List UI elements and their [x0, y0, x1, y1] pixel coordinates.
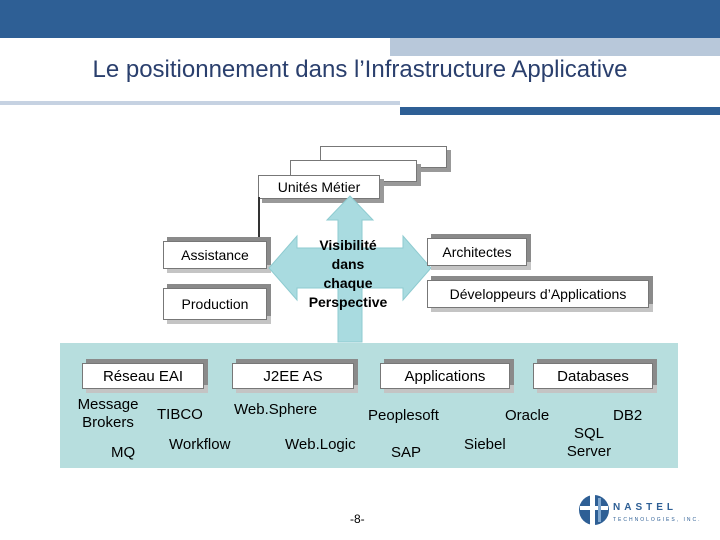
- nastel-logo-icon: [579, 494, 609, 526]
- slide-title: Le positionnement dans l’Infrastructure …: [92, 56, 628, 83]
- sql-server-line-2: Server: [566, 443, 612, 460]
- assistance-label: Assistance: [181, 247, 249, 263]
- nastel-logo: NASTEL TECHNOLOGIES, INC.: [577, 492, 700, 532]
- title-rule-light: [0, 101, 400, 105]
- unites-metier-label: Unités Métier: [277, 179, 361, 195]
- page-number: -8-: [350, 512, 365, 526]
- connector-line-vertical: [258, 197, 260, 240]
- visibility-text: Visibilité dans chaque Perspective: [296, 236, 400, 312]
- production-label: Production: [181, 296, 249, 312]
- weblogic-text: Web.Logic: [285, 436, 356, 453]
- reseau-eai-box: Réseau EAI: [82, 363, 204, 389]
- databases-box: Databases: [533, 363, 653, 389]
- four-way-arrow-icon: [268, 195, 432, 343]
- architectes-label: Architectes: [442, 244, 512, 260]
- visibility-line-1: Visibilité: [319, 237, 377, 253]
- logo-name: NASTEL: [613, 502, 677, 513]
- visibility-line-2: dans: [331, 256, 365, 272]
- siebel-text: Siebel: [464, 436, 506, 453]
- applications-box: Applications: [380, 363, 510, 389]
- visibility-line-3: chaque: [323, 275, 373, 291]
- visibility-line-4: Perspective: [308, 294, 388, 310]
- unites-metier-box: Unités Métier: [258, 175, 380, 199]
- workflow-text: Workflow: [169, 436, 231, 453]
- header-accent: [390, 38, 720, 56]
- arrow-shape: [268, 195, 432, 343]
- sql-server-line-1: SQL: [573, 425, 604, 442]
- assistance-box: Assistance: [163, 241, 267, 269]
- websphere-text: Web.Sphere: [234, 401, 318, 418]
- developpeurs-label: Développeurs d’Applications: [449, 286, 627, 302]
- production-box: Production: [163, 288, 267, 320]
- reseau-eai-label: Réseau EAI: [102, 367, 184, 385]
- developpeurs-box: Développeurs d’Applications: [427, 280, 649, 308]
- db2-text: DB2: [613, 407, 643, 424]
- peoplesoft-text: Peoplesoft: [368, 407, 439, 424]
- message-brokers-line-1: Message: [77, 396, 139, 413]
- message-brokers-line-2: Brokers: [82, 414, 134, 431]
- j2ee-as-label: J2EE AS: [263, 367, 323, 385]
- tibco-text: TIBCO: [157, 406, 203, 423]
- sap-text: SAP: [391, 444, 422, 461]
- oracle-text: Oracle: [505, 407, 550, 424]
- j2ee-as-box: J2EE AS: [232, 363, 354, 389]
- message-brokers-text: Message Brokers: [72, 396, 144, 432]
- sql-server-text: SQL Server: [563, 425, 615, 461]
- applications-label: Applications: [404, 367, 486, 385]
- logo-tagline: TECHNOLOGIES, INC.: [613, 517, 702, 523]
- architectes-box: Architectes: [427, 238, 527, 266]
- mq-text: MQ: [111, 444, 136, 461]
- header-bar: [0, 0, 720, 38]
- databases-label: Databases: [557, 367, 629, 385]
- title-rule-dark: [400, 107, 720, 115]
